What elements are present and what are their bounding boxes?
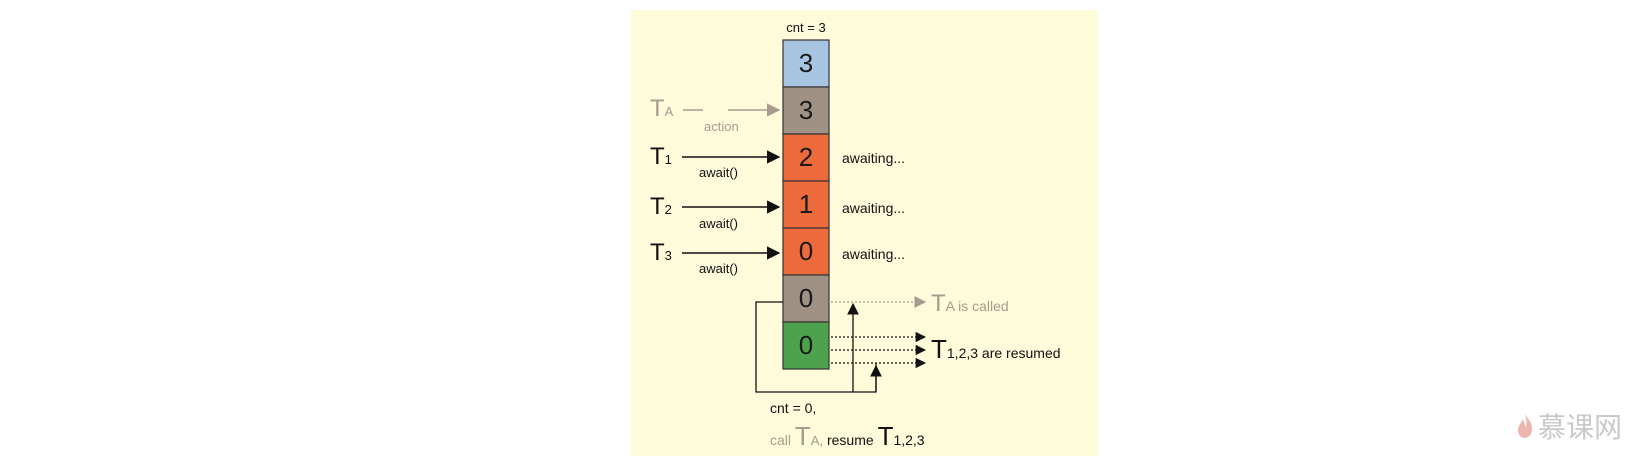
thread-2-label: T2: [650, 193, 672, 220]
thread-1: T1 await() awaiting...: [650, 143, 905, 180]
thread-1-status: awaiting...: [842, 150, 905, 166]
thread-3-label: T3: [650, 239, 672, 266]
cell-value-4: 0: [799, 236, 813, 266]
cell-value-1: 3: [799, 95, 813, 125]
called-note: TA is called: [831, 290, 1009, 317]
cell-1: [782, 86, 830, 135]
watermark-text: 慕课网: [1537, 411, 1622, 444]
thread-3-call: await(): [699, 261, 738, 276]
cell-value-0: 3: [799, 48, 813, 78]
action-thread-label: TA: [650, 95, 674, 122]
thread-1-call: await(): [699, 165, 738, 180]
site-watermark: 慕课网: [1516, 406, 1622, 446]
cell-value-6: 0: [799, 330, 813, 360]
called-note-text: TA is called: [931, 290, 1009, 317]
thread-1-label: T1: [650, 143, 672, 170]
cell-value-2: 2: [799, 142, 813, 172]
resumed-arrows: [831, 331, 927, 369]
thread-2: T2 await() awaiting...: [650, 193, 905, 231]
counter-label: cnt = 3: [786, 20, 825, 35]
flame-icon: [1517, 414, 1532, 438]
bottom-note-line2: call TA, resume T1,2,3: [770, 421, 925, 451]
cell-value-3: 1: [799, 189, 813, 219]
thread-2-call: await(): [699, 216, 738, 231]
stack-cells: 3 3 2 1 0 0 0: [782, 39, 830, 370]
bottom-note: cnt = 0, call TA, resume T1,2,3: [770, 400, 925, 451]
diagram-panel: [631, 10, 1098, 456]
cell-6: [782, 321, 830, 370]
cell-value-5: 0: [799, 283, 813, 313]
cell-2: [782, 133, 830, 182]
cell-0: [782, 39, 830, 88]
thread-2-status: awaiting...: [842, 200, 905, 216]
action-thread: TA action: [650, 95, 781, 134]
feedback-loop: [755, 301, 882, 393]
bottom-note-line1: cnt = 0,: [770, 400, 816, 416]
action-arrow-label: action: [704, 119, 739, 134]
resumed-note-text: T1,2,3 are resumed: [931, 334, 1061, 364]
thread-3-status: awaiting...: [842, 246, 905, 262]
thread-3: T3 await() awaiting...: [650, 239, 905, 276]
